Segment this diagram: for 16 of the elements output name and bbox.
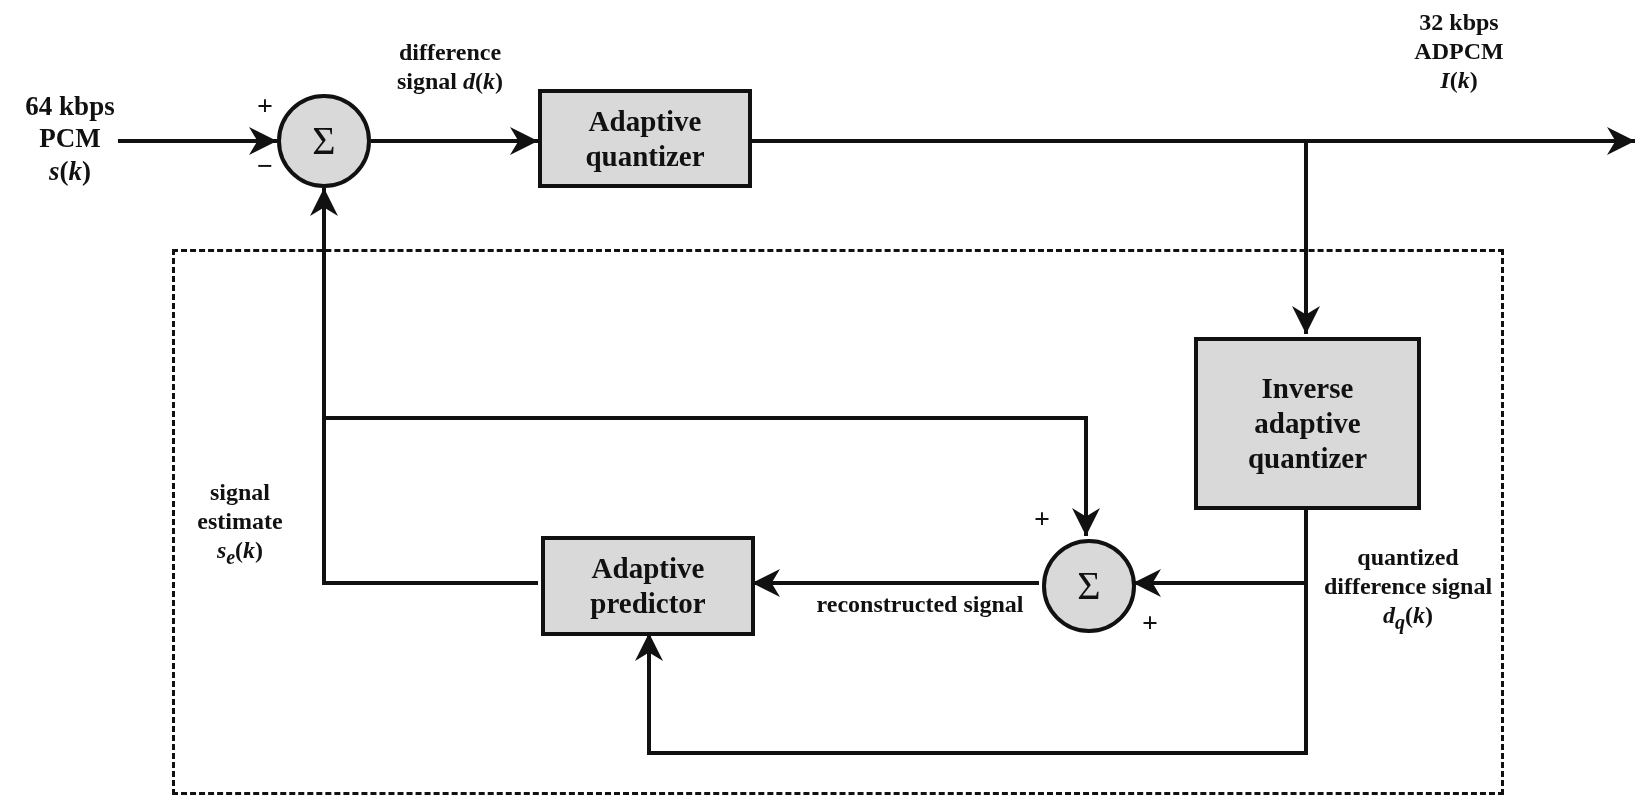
box-label: Inverse adaptive quantizer xyxy=(1246,371,1369,476)
process-box xyxy=(538,89,752,188)
box-label: Adaptive predictor xyxy=(589,551,707,621)
sigma-symbol: Σ xyxy=(312,121,336,161)
process-box xyxy=(1194,337,1421,510)
box-label: Adaptive quantizer xyxy=(584,103,706,174)
sigma-symbol: Σ xyxy=(1077,566,1101,606)
arrow xyxy=(371,127,538,155)
process-box xyxy=(541,536,755,636)
arrow xyxy=(118,127,277,155)
sign-label: − xyxy=(257,152,273,180)
sign-label: + xyxy=(257,92,273,120)
sign-label: + xyxy=(1034,505,1050,533)
sign-label: + xyxy=(1142,609,1158,637)
input-label: 64 kbps PCM s(k) xyxy=(22,90,118,215)
arrow xyxy=(322,416,1100,585)
